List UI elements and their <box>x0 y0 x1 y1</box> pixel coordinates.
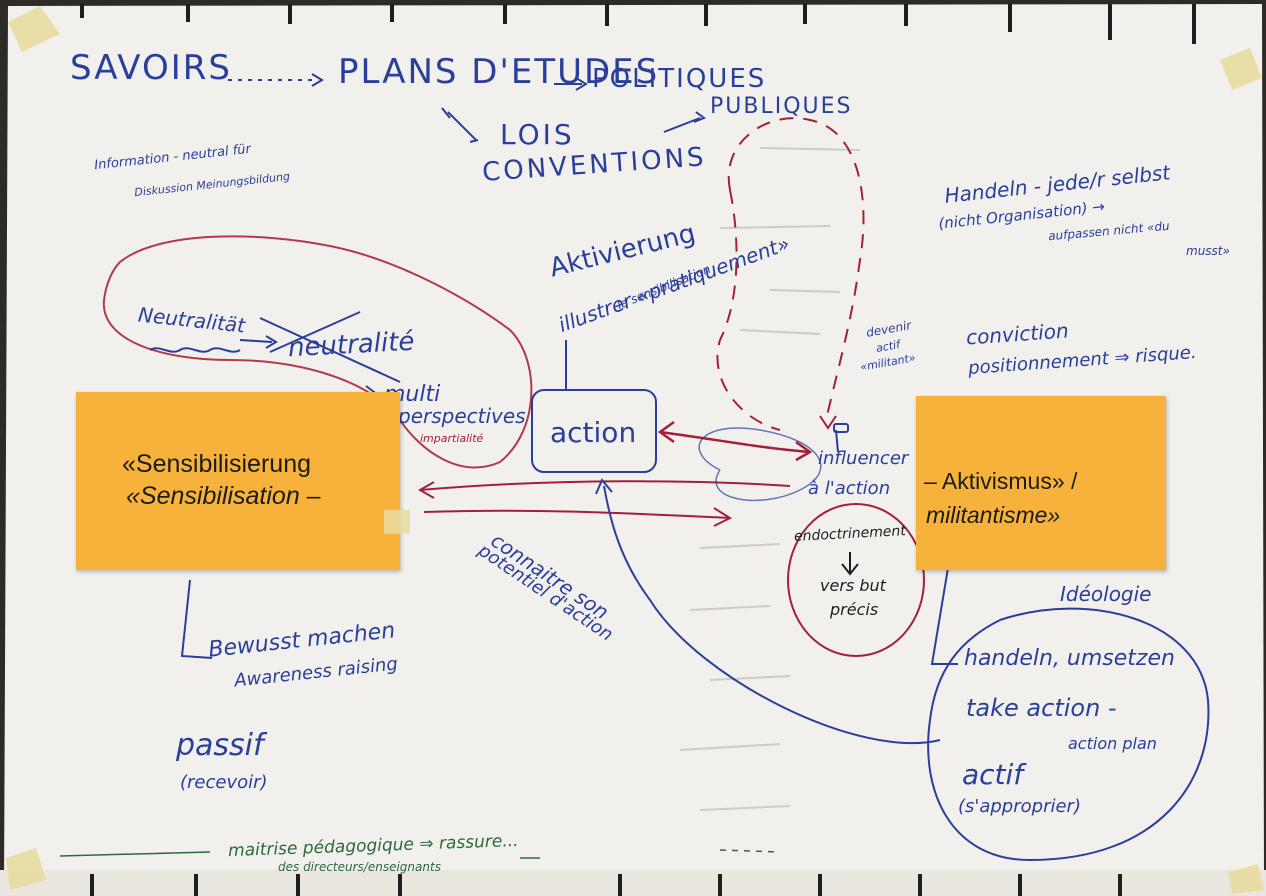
paper-sheet <box>4 4 1264 886</box>
sticky-note-left: «Sensibilisierung «Sensibilisation – <box>76 392 400 570</box>
tape-top-right <box>1220 48 1262 90</box>
bottom-edge-marks <box>90 874 1122 896</box>
pin-flag <box>833 423 849 453</box>
handeln-oval <box>927 607 1210 862</box>
top-arrows <box>228 73 707 143</box>
sticky-right-line1: – Aktivismus» / <box>924 468 1078 494</box>
faint-lines <box>679 147 861 811</box>
sticky-tape <box>384 510 410 534</box>
note-action-plan: action plan <box>1068 734 1157 753</box>
note-take-action: take action - <box>966 694 1117 722</box>
note-a-laction: à l'action <box>808 478 891 499</box>
note-sapproprier: (s'approprier) <box>958 796 1081 817</box>
endoctrinement-circle <box>787 503 925 657</box>
tape-bottom-left <box>6 848 46 890</box>
blue-swirl <box>698 427 822 502</box>
bottom-wall <box>0 870 1266 896</box>
bewusst-bracket <box>180 579 213 659</box>
note-recevoir: (recevoir) <box>180 772 268 793</box>
note-impartialite: impartialité <box>420 432 484 445</box>
between-stickies-arrows <box>417 480 791 527</box>
sticky-note-right: – Aktivismus» / militantisme» <box>916 396 1166 570</box>
neutrality-cloud <box>102 235 533 469</box>
feedback-curve <box>603 485 941 745</box>
sticky-left-line2: «Sensibilisation – <box>126 482 321 510</box>
heading-lois: LOIS <box>500 118 575 151</box>
note-ideologie: Idéologie <box>1060 582 1152 606</box>
note-passif: passif <box>176 728 264 763</box>
heading-politiques: POLITIQUES <box>592 64 767 94</box>
sticky-left-line1: «Sensibilisierung <box>122 450 312 478</box>
action-box-frame <box>531 389 657 473</box>
heading-publiques: PUBLIQUES <box>710 94 853 119</box>
note-precis: précis <box>830 600 879 619</box>
top-edge-marks <box>80 4 1196 44</box>
heading-savoirs: SAVOIRS <box>70 48 232 88</box>
note-directeurs-enseignants: des directeurs/enseignants <box>278 860 441 874</box>
dashed-loop <box>727 117 865 421</box>
tape-bottom-right <box>1228 864 1264 894</box>
note-actif: actif <box>962 758 1024 791</box>
note-handeln-umsetzen: handeln, umsetzen <box>964 646 1175 671</box>
action-influencer-arrow <box>657 420 813 462</box>
action-box-label: action <box>550 416 637 449</box>
note-handeln-line4: musst» <box>1186 244 1230 258</box>
note-perspectives: perspectives <box>398 404 526 428</box>
tape-top-left <box>8 6 60 52</box>
note-influencer: influencer <box>818 448 909 469</box>
note-vers-but: vers but <box>820 576 886 595</box>
heading-plans-etudes: PLANS D'ETUDES <box>338 52 660 92</box>
sticky-right-line2: militantisme» <box>926 502 1061 528</box>
bottom-green-line <box>59 851 540 859</box>
